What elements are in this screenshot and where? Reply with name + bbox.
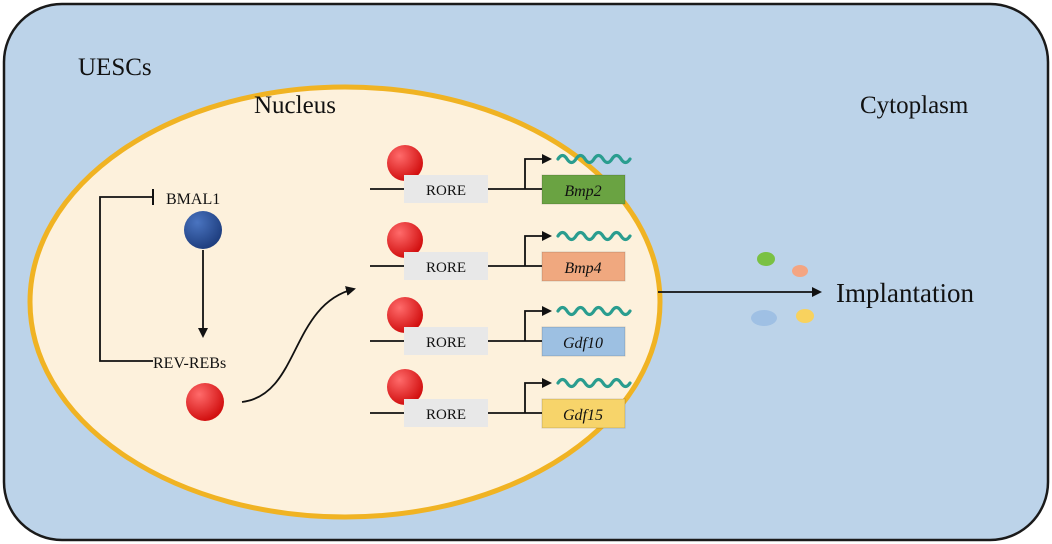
rev-erbs-red-circle-icon bbox=[387, 297, 423, 333]
rore-label: RORE bbox=[426, 260, 466, 276]
gene-row: RORE Gdf15 bbox=[370, 369, 632, 429]
rore-label: RORE bbox=[426, 407, 466, 423]
nucleus-label: Nucleus bbox=[254, 92, 336, 119]
rore-label: RORE bbox=[426, 183, 466, 199]
bmal1-label: BMAL1 bbox=[166, 191, 220, 208]
secreted-dot-green bbox=[757, 252, 775, 266]
gene-name: Gdf10 bbox=[563, 335, 603, 352]
gene-box bbox=[541, 398, 626, 429]
rev-erbs-label: REV-REBs bbox=[153, 355, 226, 372]
gene-box bbox=[541, 174, 626, 205]
mrna-wave-icon bbox=[556, 153, 632, 165]
inhibition-line bbox=[99, 196, 153, 362]
secreted-dot-orange bbox=[792, 265, 808, 277]
rore-box bbox=[404, 175, 488, 203]
rev-erbs-red-circle-icon bbox=[387, 145, 423, 181]
mrna-wave-icon bbox=[556, 230, 632, 242]
rev-erbs-red-circle-icon bbox=[186, 383, 224, 421]
transcription-arrow-icon bbox=[524, 306, 552, 341]
mrna-wave-icon bbox=[556, 377, 632, 389]
mrna-wave-icon bbox=[556, 305, 632, 317]
cytoplasm-label: Cytoplasm bbox=[860, 92, 969, 119]
gene-name: Bmp4 bbox=[564, 260, 601, 277]
rev-erbs-to-rore-arrow bbox=[241, 286, 356, 403]
cell-label: UESCs bbox=[78, 54, 152, 81]
rev-erbs-red-circle-icon bbox=[387, 222, 423, 258]
gene-name: Bmp2 bbox=[564, 183, 601, 200]
transcription-arrow-icon bbox=[524, 154, 552, 189]
implantation-label: Implantation bbox=[836, 278, 974, 308]
rore-box bbox=[404, 327, 488, 355]
secreted-dot-yellow bbox=[796, 309, 814, 323]
gene-row: RORE Bmp2 bbox=[370, 145, 632, 205]
gene-row: RORE Bmp4 bbox=[370, 222, 632, 282]
secreted-dot-blue bbox=[751, 310, 777, 326]
rore-box bbox=[404, 399, 488, 427]
transcription-arrow-icon bbox=[524, 378, 552, 413]
gene-row: RORE Gdf10 bbox=[370, 297, 632, 357]
rore-box bbox=[404, 252, 488, 280]
transcription-arrow-icon bbox=[524, 231, 552, 266]
gene-box bbox=[541, 251, 626, 282]
bmal1-blue-circle-icon bbox=[184, 211, 222, 249]
rev-erbs-red-circle-icon bbox=[387, 369, 423, 405]
gene-name: Gdf15 bbox=[563, 407, 603, 424]
rore-label: RORE bbox=[426, 335, 466, 351]
gene-box bbox=[541, 326, 626, 357]
inhibition-loop bbox=[99, 189, 154, 362]
nucleus bbox=[27, 84, 663, 520]
